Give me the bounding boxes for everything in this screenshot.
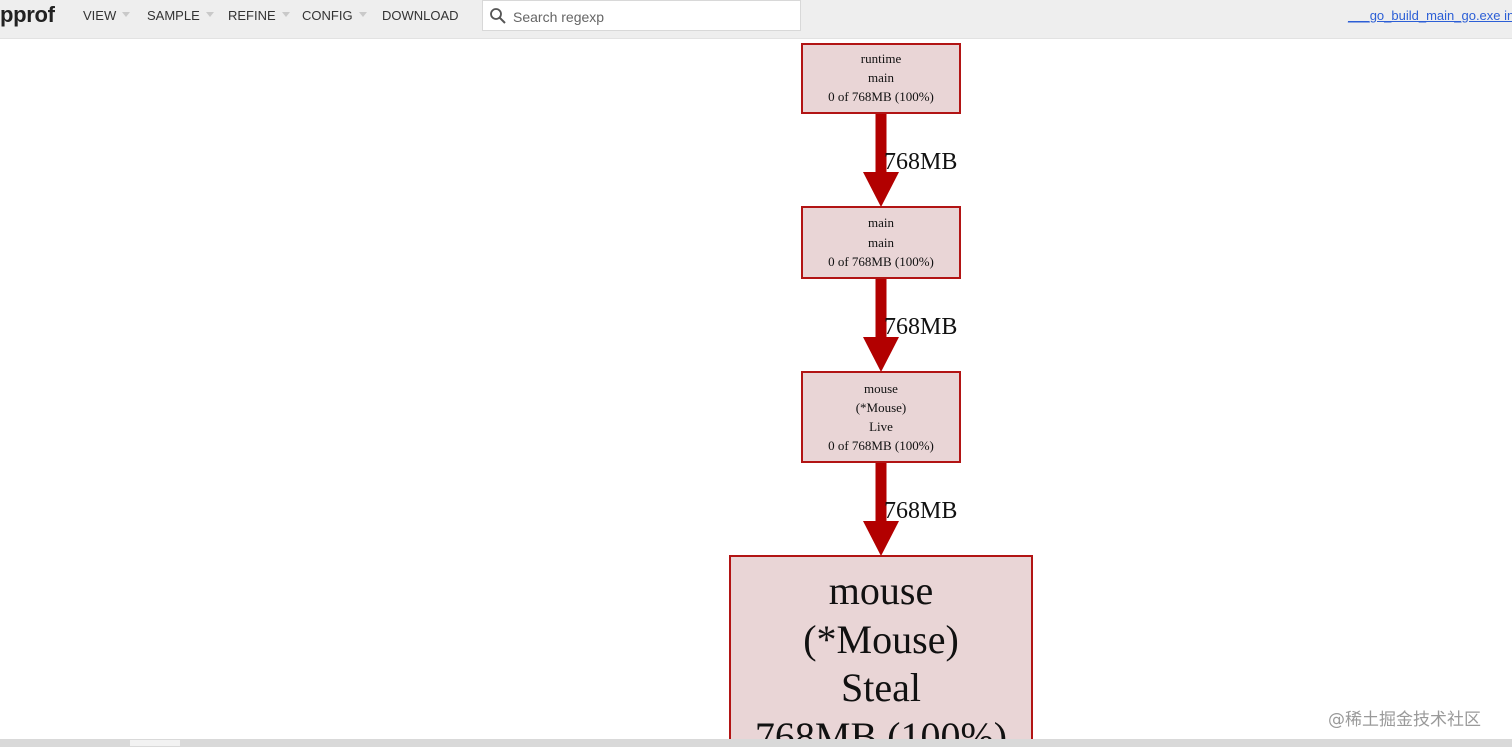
graph-node[interactable]: mouse (*Mouse) Live 0 of 768MB (100%): [801, 371, 961, 463]
search-box: [482, 0, 801, 31]
node-label: (*Mouse): [803, 617, 959, 662]
sample-menu[interactable]: SAMPLE: [147, 0, 214, 32]
graph-edge[interactable]: 768MB: [863, 113, 957, 207]
chevron-down-icon: [281, 12, 290, 18]
graph-edge[interactable]: 768MB: [863, 462, 957, 556]
node-label: 0 of 768MB (100%): [828, 254, 934, 269]
binary-link[interactable]: ___go_build_main_go.exe in: [1348, 8, 1512, 23]
node-label: 0 of 768MB (100%): [828, 438, 934, 453]
graph-node[interactable]: runtime main 0 of 768MB (100%): [801, 43, 961, 114]
sample-menu-label: SAMPLE: [147, 8, 200, 23]
config-menu-label: CONFIG: [302, 8, 353, 23]
node-label: main: [868, 215, 894, 230]
edge-label: 768MB: [884, 149, 957, 175]
node-label: 0 of 768MB (100%): [828, 89, 934, 104]
node-label: 768MB (100%): [755, 714, 1007, 739]
chevron-down-icon: [358, 12, 367, 18]
scrollbar-thumb[interactable]: [130, 740, 180, 746]
view-menu[interactable]: VIEW: [83, 0, 131, 32]
graph-node[interactable]: main main 0 of 768MB (100%): [801, 206, 961, 279]
node-label: runtime: [861, 51, 902, 66]
horizontal-scrollbar[interactable]: [0, 739, 1512, 747]
download-menu-label: DOWNLOAD: [382, 8, 459, 23]
download-menu[interactable]: DOWNLOAD: [382, 0, 459, 32]
config-menu[interactable]: CONFIG: [302, 0, 367, 32]
search-input[interactable]: [511, 4, 800, 30]
chevron-down-icon: [205, 12, 214, 18]
toolbar: pprof VIEW SAMPLE REFINE CONFIG DOWNLOAD…: [0, 0, 1512, 39]
search-icon: [490, 8, 506, 24]
refine-menu[interactable]: REFINE: [228, 0, 290, 32]
node-label: mouse: [829, 568, 933, 613]
node-label: main: [868, 70, 894, 85]
graph-node[interactable]: mouse (*Mouse) Steal 768MB (100%): [729, 555, 1033, 739]
node-label: mouse: [864, 381, 898, 396]
watermark: @稀土掘金技术社区: [1328, 710, 1481, 730]
call-graph: 768MB 768MB 768MB runtime main 0 of 768M…: [729, 43, 1033, 739]
view-menu-label: VIEW: [83, 8, 117, 23]
refine-menu-label: REFINE: [228, 8, 276, 23]
chevron-down-icon: [122, 12, 131, 18]
edge-label: 768MB: [884, 314, 957, 340]
node-label: main: [868, 235, 894, 250]
edge-label: 768MB: [884, 498, 957, 524]
graph-edge[interactable]: 768MB: [863, 278, 957, 372]
node-label: Live: [869, 419, 893, 434]
pprof-logo[interactable]: pprof: [0, 2, 55, 27]
node-label: Steal: [841, 665, 921, 710]
node-label: (*Mouse): [856, 400, 907, 415]
